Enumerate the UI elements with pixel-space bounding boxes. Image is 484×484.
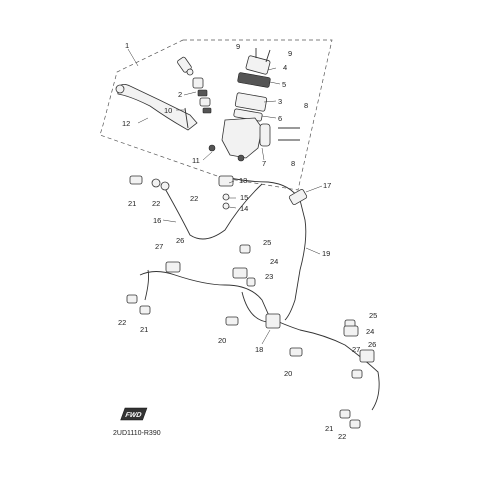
callout-22d: 22 [338, 432, 346, 441]
callout-20a: 20 [218, 336, 226, 345]
fittings [126, 175, 375, 429]
brake-lever [115, 84, 198, 131]
callout-13: 13 [239, 176, 247, 185]
callout-23: 23 [265, 272, 273, 281]
callout-27b: 27 [352, 345, 360, 354]
callout-22a: 22 [152, 199, 160, 208]
callout-9a: 9 [236, 42, 240, 51]
reservoir-parts [233, 48, 271, 122]
callout-17: 17 [323, 181, 331, 190]
callout-24a: 24 [270, 257, 278, 266]
leader-lines [127, 48, 323, 345]
callout-21a: 21 [128, 199, 136, 208]
fwd-badge: FWD [120, 407, 148, 421]
fwd-label: FWD [124, 410, 143, 419]
callout-15: 15 [240, 193, 248, 202]
callout-26a: 26 [176, 236, 184, 245]
callout-20b: 20 [284, 369, 292, 378]
callout-21c: 21 [325, 424, 333, 433]
callout-9b: 9 [288, 49, 292, 58]
hose-joint [265, 313, 281, 329]
callout-16: 16 [153, 216, 161, 225]
piston-kit [177, 56, 212, 114]
callout-1: 1 [125, 41, 129, 50]
callout-22c: 22 [118, 318, 126, 327]
callout-11: 11 [192, 156, 200, 165]
callout-27a: 27 [155, 242, 163, 251]
diagram-code: 2UD1110-R390 [113, 430, 161, 437]
callout-8a: 8 [304, 101, 308, 110]
callout-18: 18 [255, 345, 263, 354]
assembly-outline [99, 39, 333, 191]
callout-22b: 22 [190, 194, 198, 203]
callout-3: 3 [278, 97, 282, 106]
master-cylinder [184, 107, 300, 162]
callout-21b: 21 [140, 325, 148, 334]
callout-5: 5 [282, 80, 286, 89]
callout-19: 19 [322, 249, 330, 258]
callout-26b: 26 [368, 340, 376, 349]
callout-12: 12 [122, 119, 130, 128]
callout-8b: 8 [291, 159, 295, 168]
callout-4: 4 [283, 63, 287, 72]
callout-24b: 24 [366, 327, 374, 336]
callout-7: 7 [262, 159, 266, 168]
callout-14: 14 [240, 204, 248, 213]
callout-2: 2 [178, 90, 182, 99]
callout-6: 6 [278, 114, 282, 123]
callout-25a: 25 [263, 238, 271, 247]
callout-25b: 25 [369, 311, 377, 320]
brake-hoses [139, 177, 380, 411]
callout-10: 10 [164, 106, 172, 115]
